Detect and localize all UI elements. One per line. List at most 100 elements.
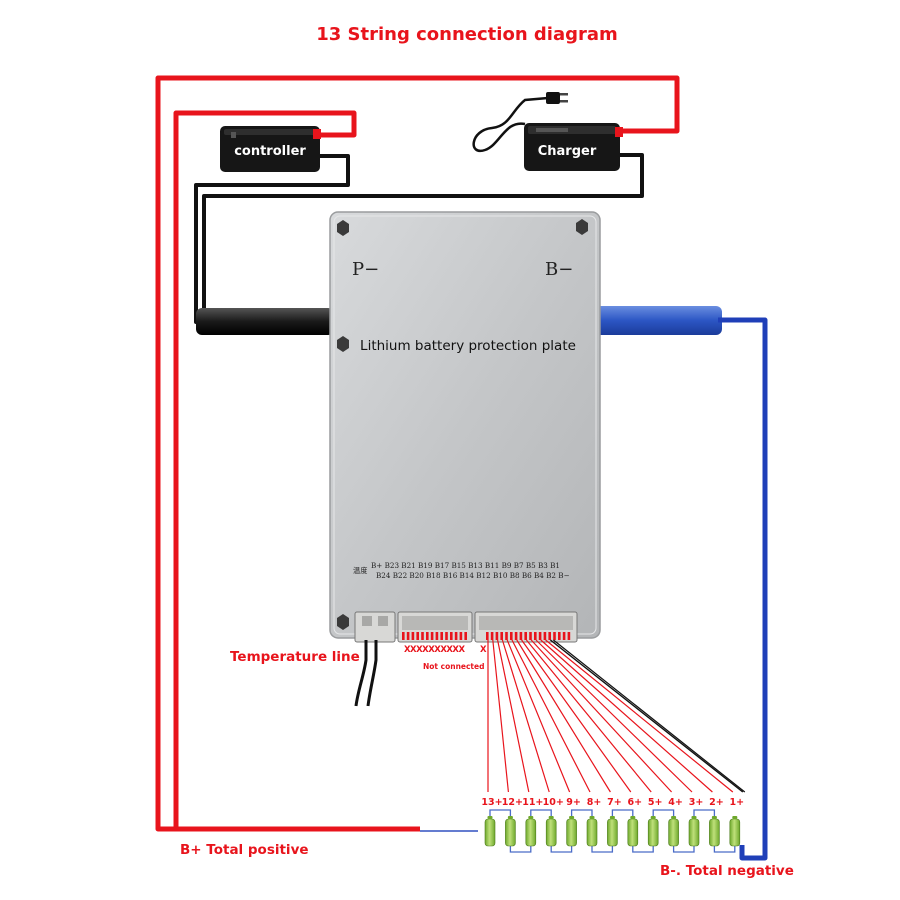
balance-connector-right — [474, 611, 578, 643]
pin-dot — [435, 632, 439, 640]
p-minus-wire-controller — [194, 154, 350, 324]
pin-dot — [486, 632, 489, 640]
cell-label: 9+ — [566, 797, 581, 808]
pin-row-top: B+ B23 B21 B19 B17 B15 B13 B11 B9 B7 B5 … — [371, 561, 560, 570]
battery-cell — [607, 816, 618, 847]
balance-wires — [487, 639, 746, 793]
battery-pack: 13+12+11+10+9+8+7+6+5+4+3+2+1+ — [481, 797, 745, 853]
cell-label: 6+ — [628, 797, 643, 808]
cell-label: 13+ — [481, 797, 502, 808]
battery-cell — [668, 816, 679, 847]
pin-dot — [454, 632, 458, 640]
pin-dot — [440, 632, 443, 640]
temperature-wire — [366, 640, 378, 707]
balance-wire — [540, 639, 713, 793]
not-connected-marks: XXXXXXXXXX — [404, 645, 465, 655]
cell-label: 7+ — [607, 797, 622, 808]
bus-bar — [570, 809, 593, 818]
pin-dot — [421, 632, 424, 640]
balance-wire — [497, 639, 530, 793]
plug-icon — [546, 92, 568, 104]
balance-wire — [535, 639, 693, 793]
pin-dot — [510, 632, 513, 640]
pin-dot — [505, 632, 508, 640]
b-minus-total-label: B-. Total negative — [660, 863, 794, 879]
screw-icon — [337, 220, 349, 236]
diagram-title: 13 String connection diagram — [316, 24, 618, 45]
pin-dot — [459, 632, 463, 640]
b-minus-wire — [718, 317, 768, 861]
screw-icon — [337, 336, 349, 352]
balance-wire — [501, 639, 550, 793]
battery-cell — [566, 816, 577, 847]
battery-cell — [709, 816, 720, 847]
cell-label: 5+ — [648, 797, 663, 808]
pin-dot — [538, 632, 542, 640]
controller-box: controller — [220, 126, 321, 172]
b-minus-cable — [592, 306, 722, 335]
charger-box: Charger — [524, 123, 623, 171]
charger-label: Charger — [538, 144, 597, 159]
pin-dot — [519, 632, 523, 640]
battery-cell — [729, 816, 741, 847]
battery-cell — [586, 816, 598, 847]
pin-dot — [411, 632, 415, 640]
p-minus-cable — [196, 308, 334, 335]
b-plus-total-label: B+ Total positive — [180, 842, 309, 858]
bus-bar — [693, 809, 716, 818]
pin-dot — [402, 632, 405, 640]
screw-icon — [576, 219, 588, 235]
balance-wire — [511, 639, 591, 793]
balance-wire — [506, 639, 571, 793]
b-plus-wire-controller — [173, 110, 420, 832]
pin-dot — [529, 632, 532, 640]
bus-bar — [672, 846, 695, 853]
battery-cell — [545, 816, 557, 847]
controller-label: controller — [234, 144, 306, 159]
battery-cell — [525, 816, 537, 847]
balance-wire — [530, 639, 673, 793]
plate-label: Lithium battery protection plate — [360, 338, 576, 354]
cell-label: 12+ — [502, 797, 523, 808]
bus-bar — [652, 809, 675, 818]
cell-label: 8+ — [587, 797, 602, 808]
cell-label: 3+ — [689, 797, 704, 808]
balance-wire — [521, 639, 632, 793]
battery-cell — [627, 816, 639, 847]
temperature-connector — [354, 611, 396, 643]
pin-dot — [450, 632, 453, 640]
p-minus-wire-charger — [202, 153, 644, 322]
bus-bar — [489, 809, 512, 818]
pin-dot — [495, 632, 499, 640]
cell-label: 2+ — [709, 797, 724, 808]
battery-cell — [484, 816, 496, 847]
screw-icon — [337, 614, 349, 630]
temperature-wire — [354, 640, 368, 707]
bus-bar — [550, 846, 573, 853]
pin-dot — [524, 632, 527, 640]
temp-chars: 温度 — [353, 566, 367, 575]
pin-dot — [553, 632, 556, 640]
pin-dot — [562, 632, 566, 640]
bus-bar — [713, 846, 736, 853]
pin-dot — [416, 632, 419, 640]
battery-cell — [688, 816, 700, 847]
pin-dot — [534, 632, 537, 640]
balance-wire — [525, 639, 652, 793]
pin-dot — [426, 632, 429, 640]
bus-bar — [632, 846, 654, 853]
pin-dot — [558, 632, 561, 640]
cell-label: 10+ — [543, 797, 564, 808]
pin-dot — [406, 632, 410, 640]
battery-cell — [505, 816, 516, 847]
pin-row-bottom: B24 B22 B20 B18 B16 B14 B12 B10 B8 B6 B4… — [376, 571, 570, 580]
bus-bar — [509, 846, 532, 853]
cell-label: 11+ — [522, 797, 543, 808]
pin-dot — [548, 632, 551, 640]
pin-dot — [567, 632, 571, 640]
b-minus-sense-wire — [553, 639, 746, 793]
pin-dot — [445, 632, 448, 640]
cell-label: 1+ — [730, 797, 745, 808]
pin-dot — [490, 632, 494, 640]
